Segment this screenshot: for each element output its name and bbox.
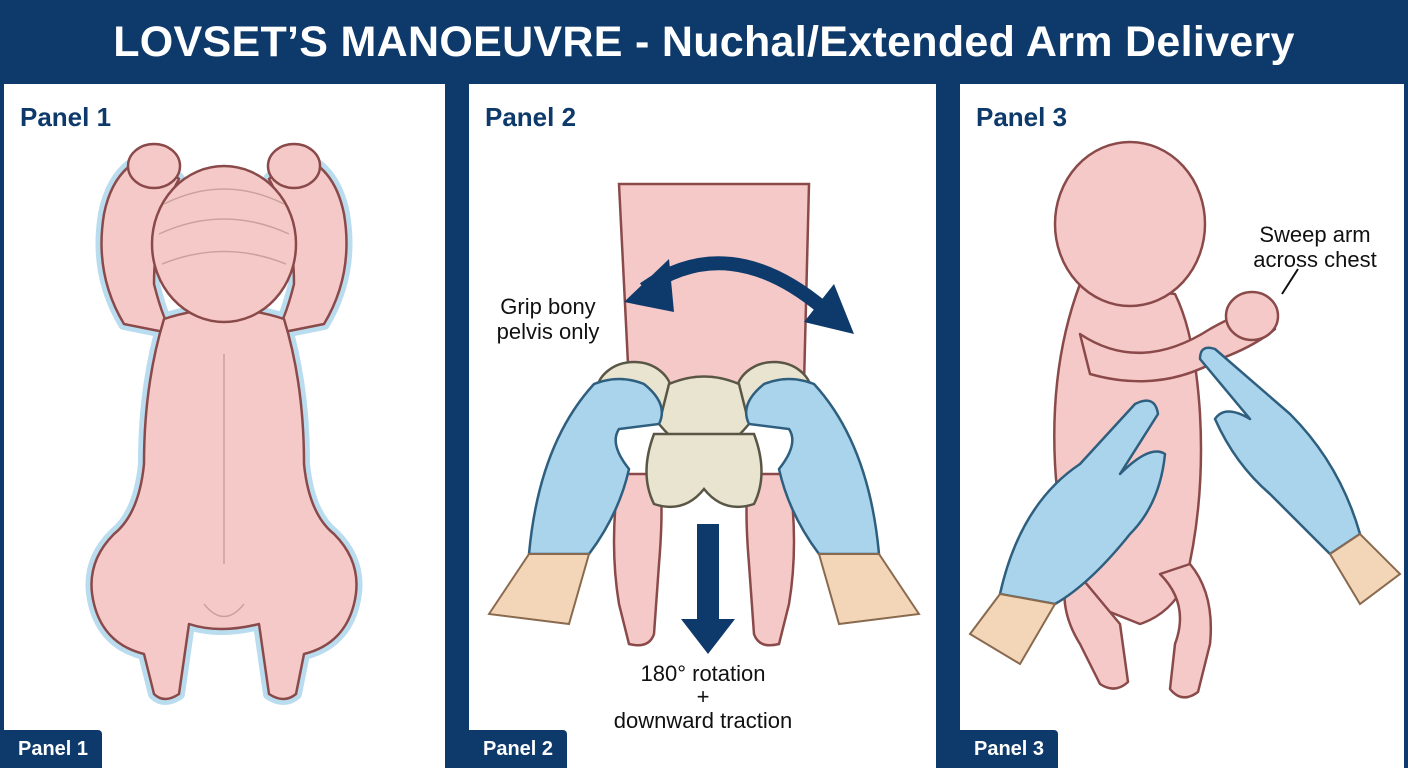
rotation-label: 180° rotation (640, 661, 766, 686)
panel-1: Panel 1 Panel 1 (4, 84, 445, 768)
panel-2-title: Panel 2 (485, 102, 577, 132)
panel-3-title: Panel 3 (976, 102, 1068, 132)
panel-3-tab: Panel 3 (960, 730, 1059, 768)
panel-1-title: Panel 1 (20, 102, 112, 132)
pelvis-grip-illustration (487, 182, 921, 654)
baby-back-view-illustration (85, 142, 363, 705)
rotation-arrow-icon (624, 256, 854, 334)
sweep-label: Sweep arm across chest (1253, 222, 1377, 272)
panel-3: Panel 3 Sweep arm across chest Panel 3 (960, 84, 1404, 768)
grip-label: Grip bony pelvis only (496, 294, 600, 344)
panel-2: Panel 2 Grip bony pelv (469, 84, 936, 768)
arm-sweep-illustration (968, 140, 1402, 699)
panel-1-tab: Panel 1 (4, 730, 103, 768)
plus-label: + (696, 684, 710, 709)
traction-label: downward traction (613, 708, 793, 733)
downward-arrow-icon (681, 524, 735, 654)
panel-2-tab: Panel 2 (469, 730, 568, 768)
page-title: LOVSET’S MANOEUVRE - Nuchal/Extended Arm… (113, 17, 1295, 66)
